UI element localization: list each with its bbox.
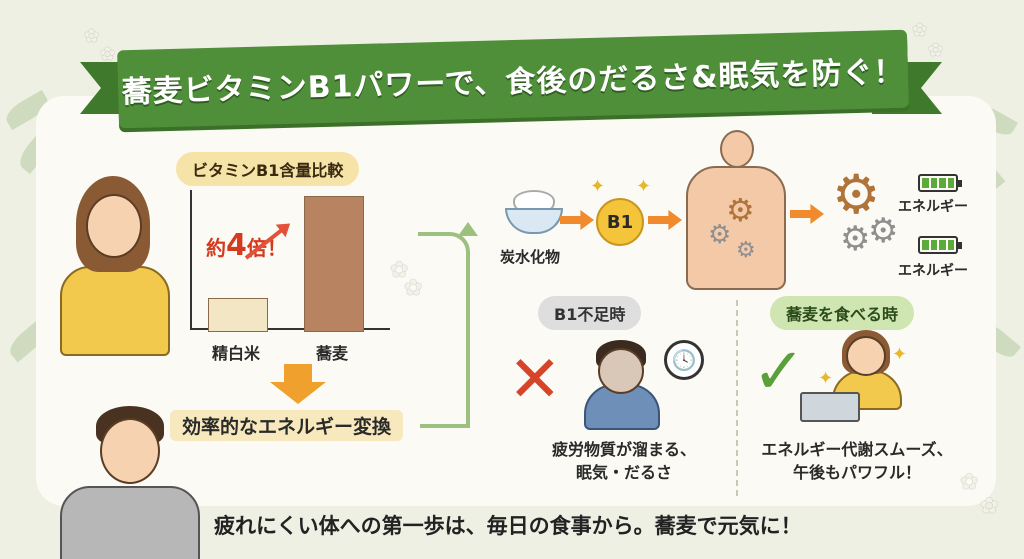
b1-badge: B1 bbox=[596, 198, 644, 246]
sparkle-icon: ✦ bbox=[590, 176, 606, 197]
carb-label: 炭水化物 bbox=[500, 248, 561, 266]
gear-icon: ⚙ bbox=[726, 191, 755, 229]
soba-title: 蕎麦を食べる時 bbox=[770, 296, 915, 330]
energetic-woman-illustration bbox=[832, 330, 902, 410]
chart-axes bbox=[190, 190, 390, 330]
cross-icon: ✕ bbox=[508, 343, 562, 417]
energy-label: エネルギー bbox=[898, 199, 968, 215]
flower-icon: ✿ bbox=[980, 494, 999, 519]
bar-soba bbox=[304, 196, 364, 332]
category-label: 蕎麦 bbox=[315, 344, 348, 363]
rice-bowl-icon bbox=[505, 190, 563, 234]
sparkle-icon: ✦ bbox=[818, 368, 834, 389]
category-label: 精白米 bbox=[211, 344, 260, 363]
flower-icon: ✿ bbox=[100, 44, 116, 65]
gear-icon: ⚙ bbox=[840, 219, 871, 259]
flower-icon: ✿ bbox=[84, 26, 100, 47]
page-title: 蕎麦ビタミンB1パワーで、食後のだるさ&眠気を防ぐ！ bbox=[121, 54, 905, 111]
chart-title: ビタミンB1含量比較 bbox=[176, 152, 360, 186]
body-icon: ⚙ ⚙ ⚙ bbox=[686, 130, 786, 290]
flower-icon: ✿ bbox=[928, 40, 944, 61]
deficiency-title: B1不足時 bbox=[538, 296, 642, 330]
connector-line bbox=[418, 232, 470, 428]
buckwheat-flower-icon: ✿ bbox=[404, 276, 423, 301]
gear-icon: ⚙ bbox=[868, 211, 899, 251]
connector-arrowhead bbox=[458, 222, 478, 236]
flower-icon: ✿ bbox=[960, 470, 979, 495]
gear-icon: ⚙ bbox=[736, 238, 756, 263]
buckwheat-flower-icon: ✿ bbox=[390, 258, 409, 283]
flower-icon: ✿ bbox=[912, 20, 928, 41]
bar-seihakumai bbox=[208, 298, 268, 332]
gear-icon: ⚙ bbox=[832, 163, 881, 226]
battery-icon bbox=[918, 174, 962, 192]
man-illustration bbox=[60, 406, 200, 559]
deficiency-caption: 疲労物質が溜まる、 眠気・だるさ bbox=[551, 440, 696, 483]
check-icon: ✓ bbox=[752, 335, 806, 409]
energy-label: エネルギー bbox=[898, 263, 968, 279]
clock-icon: 🕓 bbox=[664, 340, 704, 380]
connector-line bbox=[420, 424, 470, 428]
woman-illustration bbox=[60, 176, 180, 356]
laptop-icon bbox=[800, 392, 860, 422]
soba-caption: エネルギー代謝スムーズ、 午後もパワフル！ bbox=[761, 440, 953, 483]
section-divider bbox=[736, 300, 738, 496]
footer-message: 疲れにくい体への第一歩は、毎日の食事から。蕎麦で元気に！ bbox=[214, 514, 802, 538]
battery-icon bbox=[918, 236, 962, 254]
sparkle-icon: ✦ bbox=[892, 344, 908, 365]
sparkle-icon: ✦ bbox=[636, 176, 652, 197]
gear-icon: ⚙ bbox=[708, 220, 732, 250]
tired-person-illustration bbox=[584, 340, 660, 430]
conversion-label: 効率的なエネルギー変換 bbox=[170, 410, 404, 441]
